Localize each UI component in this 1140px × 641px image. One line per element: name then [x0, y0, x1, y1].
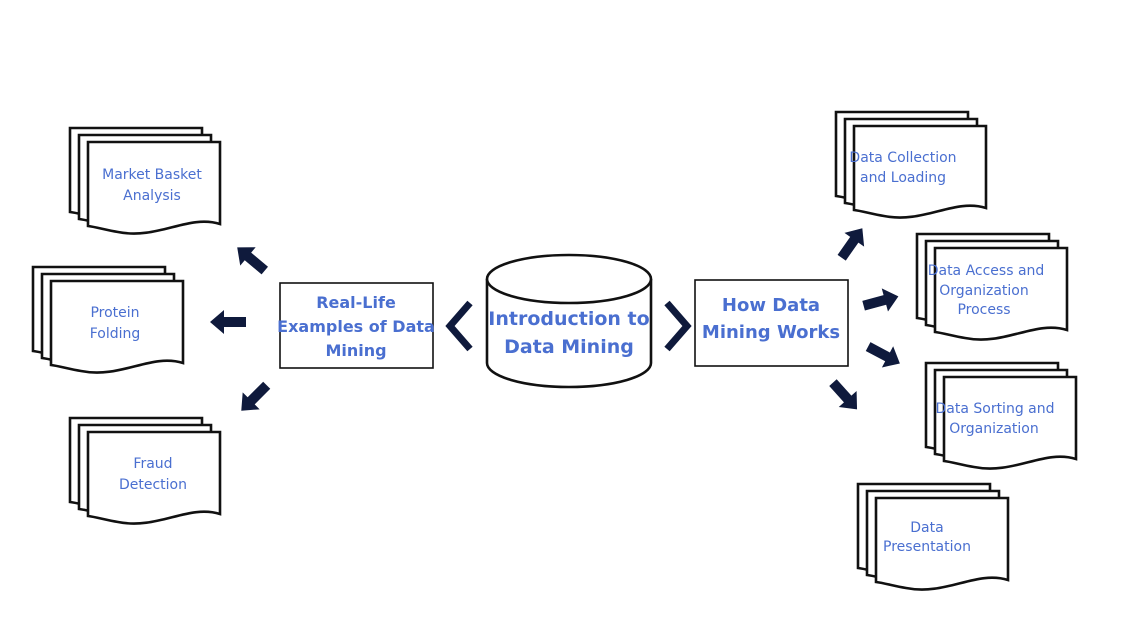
step-data-access: Data Access and Organization Process: [915, 232, 1069, 341]
real-life-examples-box: Real-Life Examples of Data Mining: [277, 282, 435, 369]
arrow-to-market-basket-icon: [229, 238, 273, 280]
left-box-line3: Mining: [325, 341, 386, 360]
example-market-basket: Market Basket Analysis: [68, 126, 222, 235]
database-cylinder-icon: [485, 279, 653, 389]
step-label-line1: Data Collection: [849, 150, 956, 166]
arrow-to-data-sorting-icon: [862, 335, 906, 375]
how-data-mining-works-box: How Data Mining Works: [694, 279, 849, 367]
step-label-line1: Data Sorting and: [935, 401, 1054, 417]
arrow-to-data-collection-icon: [831, 221, 873, 265]
example-protein-folding: Protein Folding: [31, 265, 185, 374]
step-label-line2: and Loading: [860, 170, 946, 186]
example-label-line2: Analysis: [123, 188, 181, 204]
left-box-line2: Examples of Data: [277, 317, 435, 336]
step-data-collection: Data Collection and Loading: [834, 110, 988, 219]
center-database-node: Introduction to Data Mining: [485, 253, 653, 389]
document-stack-icon: [856, 482, 1010, 591]
step-label-line2: Organization: [939, 283, 1029, 299]
right-box-line2: Mining Works: [702, 322, 840, 343]
step-label-line2: Presentation: [883, 539, 971, 555]
left-box-line1: Real-Life: [316, 293, 396, 312]
step-label-line3: Process: [957, 302, 1010, 318]
example-label-line1: Fraud: [133, 456, 172, 472]
arrow-to-data-presentation-icon: [824, 374, 866, 418]
arrow-to-protein-folding-icon: [210, 310, 246, 334]
example-label-line1: Market Basket: [102, 167, 202, 183]
step-label-line2: Organization: [949, 421, 1039, 437]
arrow-to-fraud-detection-icon: [232, 376, 276, 420]
example-label-line2: Folding: [90, 326, 141, 342]
step-data-presentation: Data Presentation: [856, 482, 1010, 591]
center-title-line2: Data Mining: [504, 336, 634, 358]
example-label-line1: Protein: [90, 305, 139, 321]
arrow-to-data-access-icon: [860, 284, 902, 318]
right-box-line1: How Data: [722, 295, 820, 316]
step-label-line1: Data: [910, 520, 943, 536]
example-label-line2: Detection: [119, 477, 187, 493]
chevron-right-icon: [664, 300, 692, 352]
step-data-sorting: Data Sorting and Organization: [924, 361, 1078, 470]
example-fraud-detection: Fraud Detection: [68, 416, 222, 525]
step-label-line1: Data Access and: [928, 263, 1045, 279]
chevron-left-icon: [445, 300, 473, 352]
center-title-line1: Introduction to: [488, 308, 649, 330]
